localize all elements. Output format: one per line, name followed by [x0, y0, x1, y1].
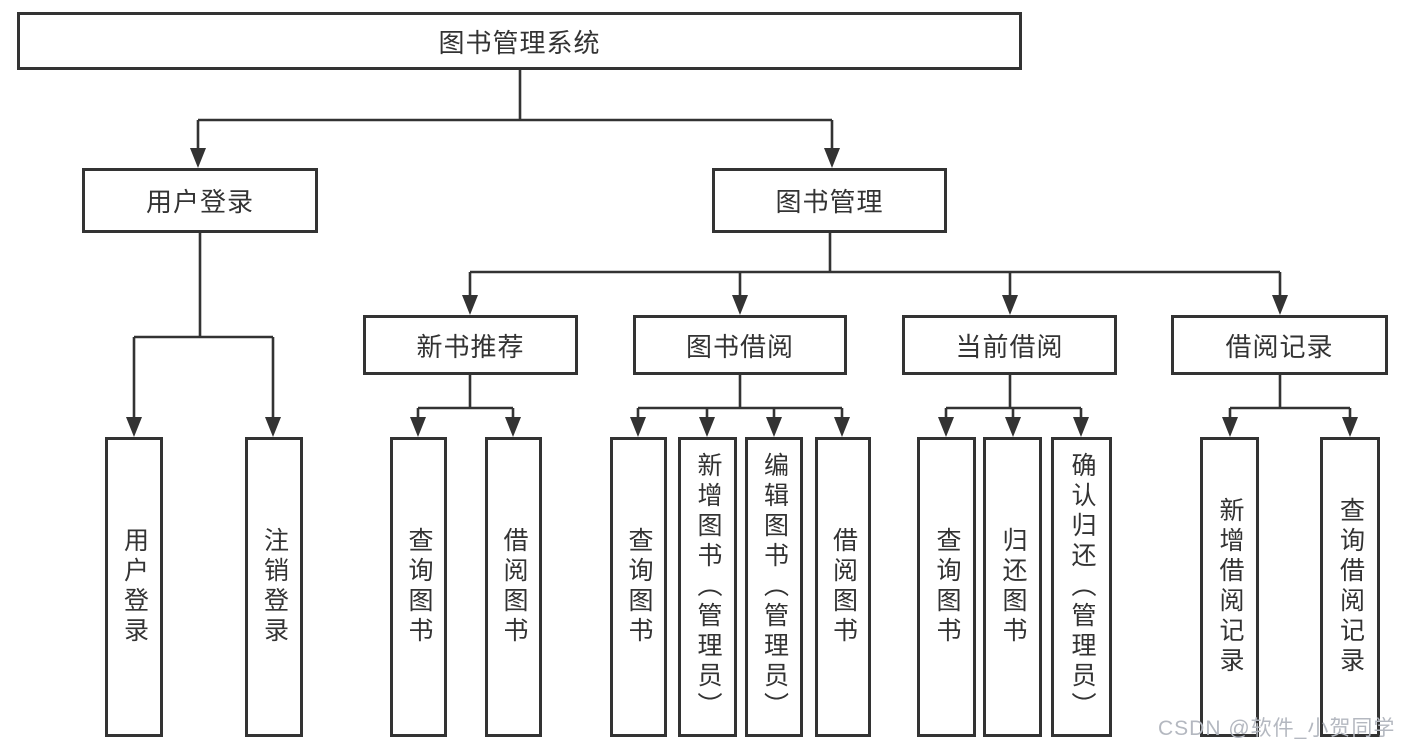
leaf-return-books: 归还图书: [983, 437, 1042, 737]
node-library-system: 图书管理系统: [17, 12, 1022, 70]
leaf-user-login: 用户登录: [105, 437, 163, 737]
node-new-book-recommend: 新书推荐: [363, 315, 578, 375]
node-book-management: 图书管理: [712, 168, 947, 233]
leaf-edit-books-admin: 编辑图书（管理员）: [745, 437, 803, 737]
node-user-login: 用户登录: [82, 168, 318, 233]
leaf-recommend-borrow-books: 借阅图书: [485, 437, 542, 737]
leaf-search-borrow-record: 查询借阅记录: [1320, 437, 1380, 737]
node-borrow-records: 借阅记录: [1171, 315, 1388, 375]
node-current-borrow: 当前借阅: [902, 315, 1117, 375]
node-book-borrow: 图书借阅: [633, 315, 847, 375]
leaf-recommend-search-books: 查询图书: [390, 437, 447, 737]
leaf-add-books-admin: 新增图书（管理员）: [678, 437, 737, 737]
leaf-current-search-books: 查询图书: [917, 437, 976, 737]
watermark: CSDN @软件_小贺同学: [1158, 717, 1396, 740]
leaf-borrow-borrow-books: 借阅图书: [815, 437, 871, 737]
leaf-logout: 注销登录: [245, 437, 303, 737]
arrowheads: [126, 148, 1358, 437]
leaf-borrow-search-books: 查询图书: [610, 437, 667, 737]
leaf-add-borrow-record: 新增借阅记录: [1200, 437, 1259, 737]
leaf-confirm-return-admin: 确认归还（管理员）: [1051, 437, 1112, 737]
